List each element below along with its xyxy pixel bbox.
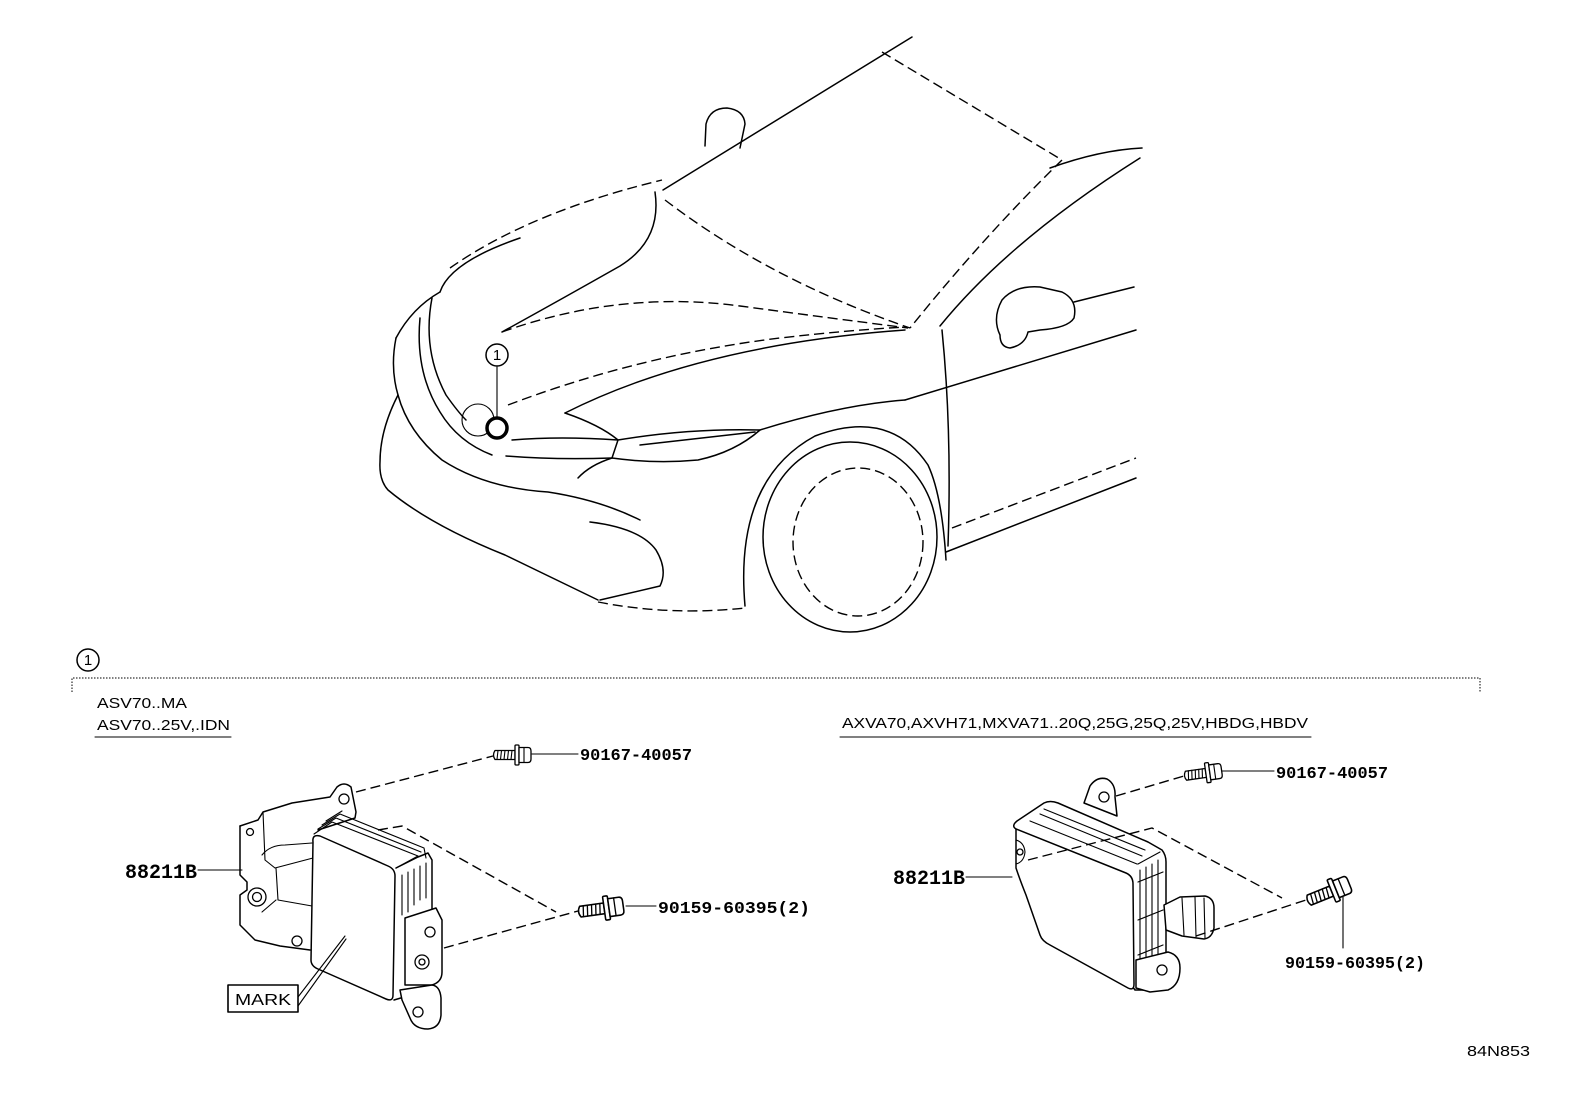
- housing-top-layers: [313, 810, 427, 869]
- front-corner-edge: [395, 291, 441, 339]
- lower-grille: [589, 521, 664, 601]
- section-marker-circle: [76, 648, 100, 672]
- sensor-location-marker: [485, 416, 509, 440]
- assembly-line: [443, 910, 579, 949]
- bracket-hole: [245, 827, 255, 837]
- door-front-edge: [941, 329, 950, 547]
- hood-center-crease: [501, 191, 657, 333]
- assembly-line: [355, 755, 494, 793]
- grille-v-upper: [428, 297, 467, 421]
- roof-edge: [1049, 147, 1143, 169]
- left-variant: ASV70..MA ASV70..25V,.IDN: [94, 695, 810, 1030]
- section-header: 1: [71, 648, 1481, 692]
- front-tire: [762, 441, 938, 633]
- mark-box: [227, 984, 299, 1013]
- bumper-bottom-edge: [597, 601, 746, 612]
- sill-dashed-line: [951, 457, 1137, 529]
- assembly-line: [1027, 827, 1283, 899]
- housing-ribs: [401, 862, 427, 916]
- housing-top-layers: [1029, 808, 1161, 865]
- hood-front-edge: [501, 300, 909, 333]
- side-window-line: [1073, 286, 1135, 303]
- bumper-outline: [379, 337, 599, 601]
- ear-hole: [412, 1006, 424, 1018]
- bolt-icon: [576, 892, 626, 925]
- hood-inner-line: [507, 326, 907, 406]
- lower-bolt-part-number: 90159-60395(2): [658, 900, 810, 919]
- front-rim: [792, 467, 924, 617]
- headlight: [564, 412, 761, 479]
- grille-v-lower: [418, 317, 493, 456]
- bolt-icon: [1182, 760, 1224, 787]
- housing-front-face: [1015, 828, 1135, 990]
- bracket-left-edge: [239, 825, 311, 951]
- sensor-unit-right: [1013, 777, 1215, 993]
- assembly-line: [1115, 775, 1185, 797]
- windshield-bottom-edge: [664, 199, 911, 329]
- sill-line: [945, 477, 1137, 553]
- bolt-icon: [1302, 872, 1355, 913]
- assembly-line: [377, 825, 557, 913]
- car-illustration: 1: [379, 36, 1143, 633]
- lower-bolt-part-number: 90159-60395(2): [1285, 955, 1425, 974]
- bracket-hole: [291, 935, 303, 947]
- windshield-left-pillar: [662, 36, 913, 191]
- housing-front-face: [310, 834, 396, 1001]
- model-code-line: AXVA70,AXVH71,MXVA71..20Q,25G,25Q,25V,HB…: [842, 715, 1308, 732]
- housing-left-tab: [1015, 839, 1026, 865]
- windshield-top-edge: [881, 51, 1063, 161]
- right-variant: AXVA70,AXVH71,MXVA71..20Q,25G,25Q,25V,HB…: [839, 715, 1425, 993]
- hood-left-edge: [439, 237, 521, 293]
- connector-detail: [1181, 896, 1206, 939]
- callout-number: 1: [493, 347, 501, 364]
- housing-ribs: [1137, 859, 1164, 981]
- fender-shoulder: [759, 399, 906, 431]
- section-bracket-line: [71, 677, 1481, 692]
- side-crease: [904, 329, 1137, 401]
- ear-hole: [424, 926, 436, 938]
- bracket-channel: [261, 811, 314, 913]
- mark-leader: [297, 935, 347, 1007]
- a-pillar-right: [939, 157, 1141, 327]
- section-marker-number: 1: [84, 652, 92, 669]
- hood-rear-edge: [449, 179, 663, 269]
- upper-bolt-part-number: 90167-40057: [580, 747, 692, 766]
- housing-right-ear: [404, 907, 443, 986]
- mark-label: MARK: [235, 992, 291, 1009]
- tab-hole: [1016, 848, 1024, 856]
- sensor-bracket-left: [239, 783, 357, 951]
- connector: [1163, 895, 1215, 940]
- bracket-hole: [251, 891, 263, 903]
- ear-hole: [1156, 964, 1168, 976]
- sensor-part-number: 88211B: [893, 868, 965, 891]
- assembly-line: [1195, 899, 1307, 937]
- upper-bolt-part-number: 90167-40057: [1276, 765, 1388, 784]
- sensor-part-number: 88211B: [125, 862, 197, 885]
- callout-badge: 1: [485, 343, 509, 367]
- ear-hole: [1098, 791, 1110, 803]
- model-code-line-2: ASV70..25V,.IDN: [97, 717, 230, 734]
- callout-circle: [485, 343, 509, 367]
- ear-hole: [418, 958, 426, 966]
- hood-shoulder-line: [564, 329, 906, 414]
- bracket-top-edge: [239, 783, 357, 831]
- front-wheel-arch: [742, 426, 947, 607]
- grille-bar: [505, 437, 619, 460]
- bumper-upper-edge: [397, 394, 641, 521]
- sensor-unit-left: [310, 810, 443, 1030]
- side-mirror: [995, 286, 1076, 349]
- bracket-hole: [338, 793, 350, 805]
- model-code-line-1: ASV70..MA: [97, 695, 187, 712]
- windshield-right-edge: [909, 159, 1063, 329]
- rearview-mirror: [704, 107, 746, 149]
- bolt-icon: [492, 744, 532, 766]
- illustration-code: 84N853: [1467, 1043, 1530, 1060]
